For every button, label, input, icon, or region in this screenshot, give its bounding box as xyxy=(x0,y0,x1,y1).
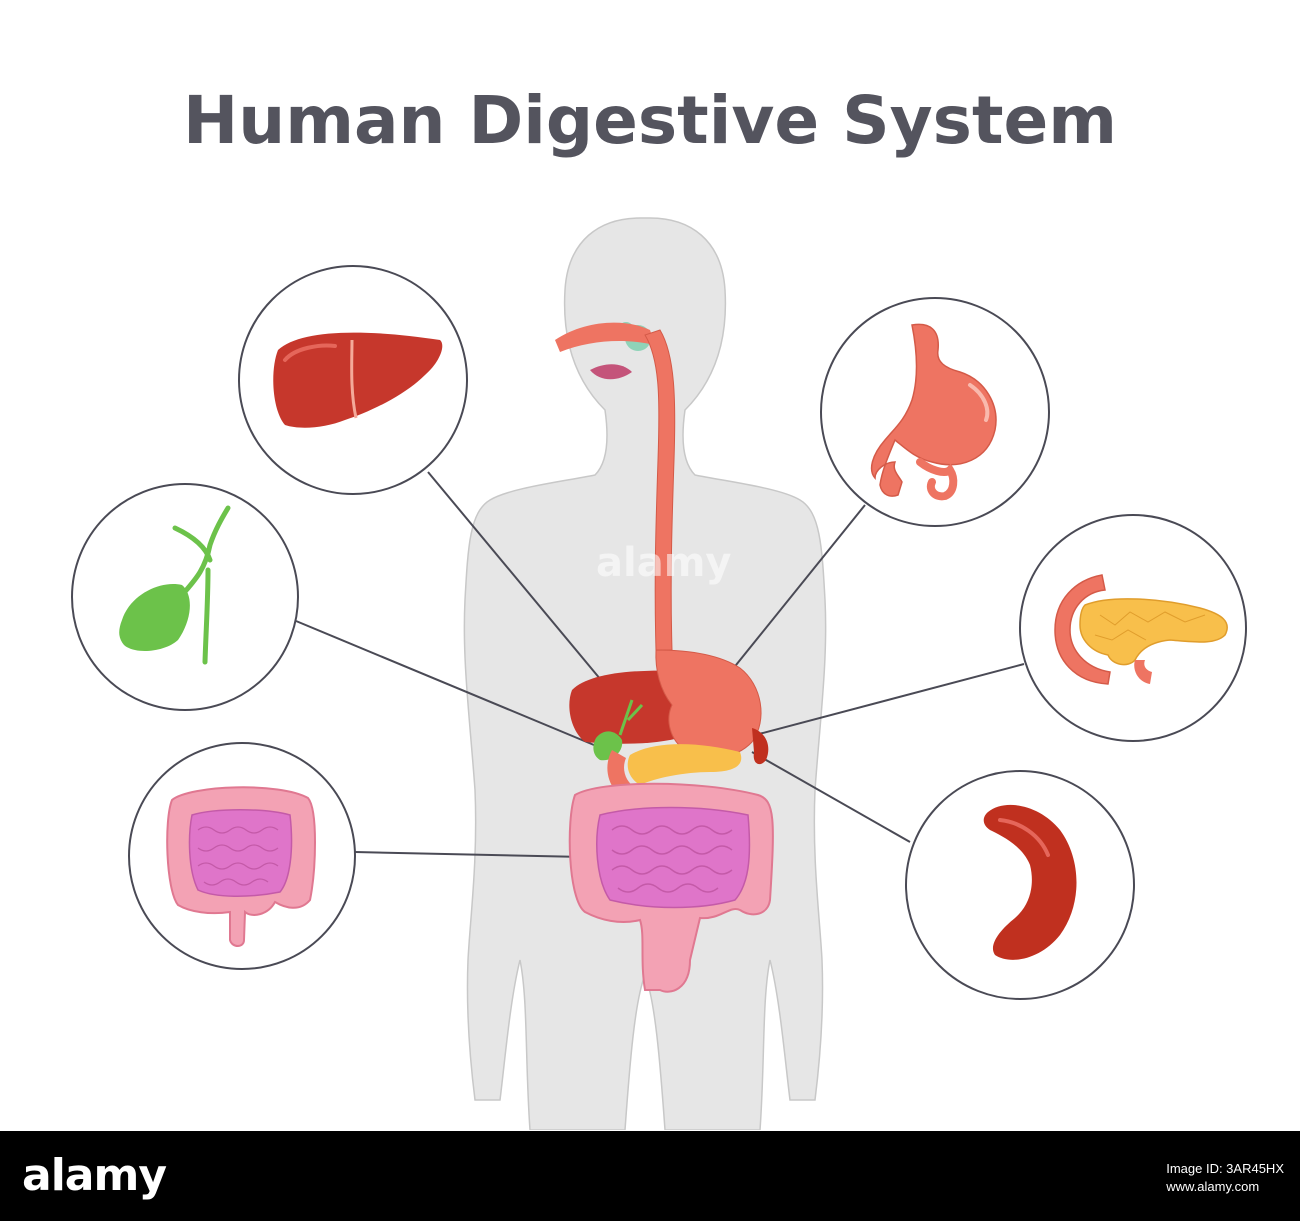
spleen-icon xyxy=(983,804,1077,960)
page-title: Human Digestive System xyxy=(182,82,1118,159)
body-organs xyxy=(555,322,774,993)
intestines-icon xyxy=(166,786,316,947)
mouth-icon xyxy=(555,322,655,352)
stomach-icon xyxy=(870,323,997,501)
tongue-icon xyxy=(590,364,632,380)
spleen-callout-line xyxy=(751,751,911,843)
liver-icon xyxy=(273,332,443,428)
pancreas-icon xyxy=(1054,574,1228,685)
center-watermark: alamy xyxy=(596,540,732,586)
brand-logo: alamy xyxy=(22,1150,167,1201)
stomach-callout-line xyxy=(731,504,866,671)
image-url-text: www.alamy.com xyxy=(1166,1179,1260,1194)
body-spleen-icon xyxy=(752,728,769,765)
body-small-intestine-icon xyxy=(596,806,751,909)
digestive-diagram xyxy=(71,217,1247,1130)
image-id-block: Image ID: 3AR45HX www.alamy.com xyxy=(1166,1160,1284,1196)
liver-callout-line xyxy=(427,471,602,681)
watermark-bar xyxy=(0,1131,1300,1221)
image-id-text: Image ID: 3AR45HX xyxy=(1166,1161,1284,1176)
gallbladder-callout-line xyxy=(295,620,607,751)
body-pancreas-icon xyxy=(627,744,742,785)
gallbladder-icon xyxy=(119,505,231,665)
spleen-circle xyxy=(905,770,1135,1000)
